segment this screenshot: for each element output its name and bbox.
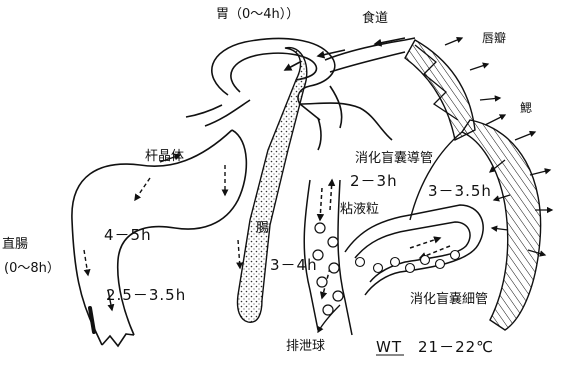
- crystalline-style: [237, 48, 306, 323]
- label-duct-side-time: 3－4h: [270, 256, 318, 274]
- label-diverticula-time: 3－3.5h: [428, 182, 492, 200]
- labial-palps: [405, 40, 475, 140]
- label-mucus-granules: 粘液粒: [340, 202, 379, 217]
- label-intestine: 腸: [256, 221, 269, 236]
- label-fecal-pellets: 排泄球: [286, 339, 325, 354]
- label-loop-time-lower: 2.5－3.5h: [106, 286, 186, 304]
- label-stomach: 胃（0～4h））: [216, 7, 299, 22]
- label-rectum-time: (0～8h）: [4, 261, 60, 276]
- label-gill: 鰓: [520, 101, 532, 115]
- label-water-temp: WT 21－22℃: [376, 338, 494, 356]
- label-rectum: 直腸: [2, 237, 28, 252]
- label-esophagus: 食道: [362, 10, 388, 26]
- label-duct-time: 2－3h: [350, 172, 398, 190]
- label-digestive-duct: 消化盲囊導管: [355, 150, 433, 166]
- label-loop-time-upper: 4－5h: [104, 226, 152, 244]
- label-crystalline-style: 杆晶体: [145, 149, 184, 164]
- digestive-tubule: [345, 205, 483, 295]
- label-digestive-tubule: 消化盲嚢細管: [410, 291, 488, 307]
- label-labial-palps: 唇瓣: [482, 31, 506, 45]
